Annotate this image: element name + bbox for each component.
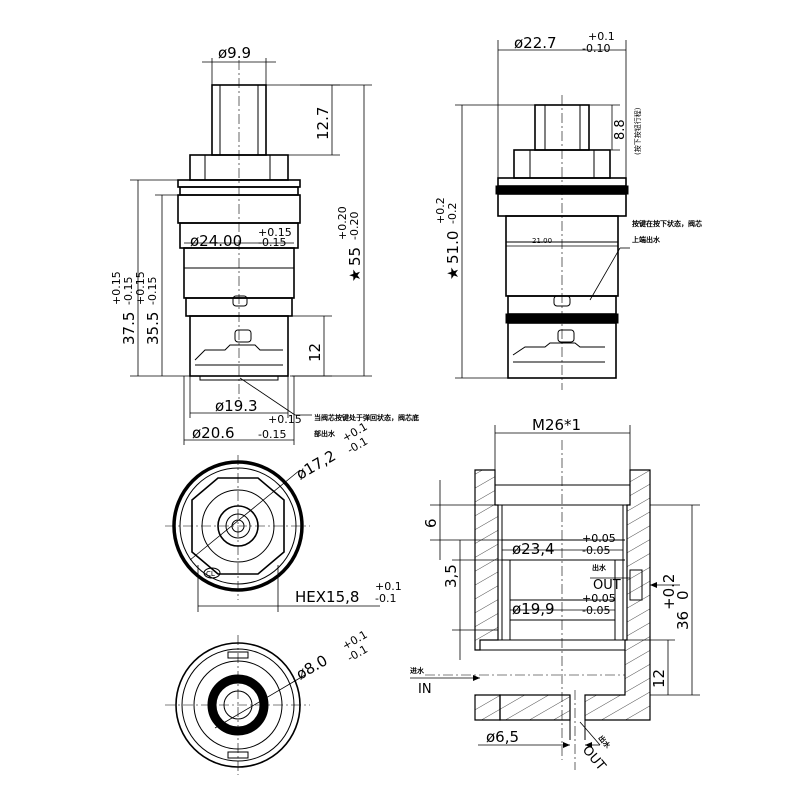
side-outlet-en: OUT (593, 578, 621, 593)
stem-diameter-label: ø9.9 (218, 44, 251, 62)
body-tol-upper: +0.15 (258, 226, 292, 239)
height-35-tol-upper: +0.15 (134, 271, 147, 305)
left-side-view: ø9.9 12.7 ★ 55 +0.20 -0.20 ø24.00 +0.15 … (110, 44, 419, 445)
star-mark-right: ★ (444, 267, 462, 280)
thread-label: M26*1 (532, 416, 581, 434)
bore-2-tol-upper: +0.05 (582, 592, 616, 605)
bottom-outlet-cn: 出水 (596, 734, 613, 751)
depth-36-tol-lower: 0 (674, 590, 692, 600)
bore-1-label: ø23,4 (512, 540, 555, 558)
height-37-tol-upper: +0.15 (110, 271, 123, 305)
bore-2-label: ø19,9 (512, 600, 555, 618)
top-tol-lower: -0.10 (582, 42, 610, 55)
body-diameter-label: ø24.00 (190, 232, 242, 250)
base-diameter-label: ø20.6 (192, 424, 235, 442)
inlet-cn: 进水 (410, 666, 425, 675)
bore-1-tol-upper: +0.05 (582, 532, 616, 545)
height-35-tol-lower: -0.15 (146, 277, 159, 305)
outer-diameter-label: ø17,2 (293, 447, 339, 484)
bottom-outlet-note: 当阀芯按键处于弹回状态，阀芯底 (314, 413, 419, 422)
section-view: M26*1 6 3,5 ø23,4 +0.05 -0.05 出水 OUT ø19… (410, 416, 700, 774)
side-outlet-cn: 出水 (592, 563, 607, 572)
right-total-height-label: 51.0 (444, 231, 462, 264)
bore-1-tol-lower: -0.05 (582, 544, 610, 557)
depth-36-label: 36 (674, 611, 692, 630)
brand-logo: CL (206, 570, 215, 578)
pressed-note-2: 上端出水 (632, 235, 661, 244)
top-diameter-label: ø22.7 (514, 34, 557, 52)
total-tol-lower: -0.20 (348, 212, 361, 240)
bottom-height-label: 12 (306, 343, 324, 362)
right-total-tol-upper: +0.2 (434, 197, 447, 224)
stem-height-label: 12.7 (314, 107, 332, 140)
hole-diameter-label: ø6,5 (486, 728, 519, 746)
pressed-note-1: 按键在按下状态，阀芯 (632, 219, 702, 228)
bottom-view: ø8.0 +0.1 -0.1 (165, 628, 370, 775)
top-tol-upper: +0.1 (588, 30, 615, 43)
height-37-label: 37.5 (120, 312, 138, 345)
depth-36-tol-upper: +0.2 (660, 574, 678, 610)
depth-12-label: 12 (650, 669, 668, 688)
stroke-note: (按下按钮行程) (633, 107, 642, 155)
hex-label: HEX15,8 (295, 588, 359, 606)
depth-6-label: 6 (422, 518, 440, 528)
total-tol-upper: +0.20 (336, 206, 349, 240)
total-height-label: 55 (346, 247, 364, 266)
bottom-diameter-label: ø19.3 (215, 397, 258, 415)
top-view: CL ø17,2 +0.1 -0.1 HEX15,8 +0.1 -0.1 (165, 420, 402, 612)
base-tol-lower: -0.15 (258, 428, 286, 441)
height-35-label: 35.5 (144, 312, 162, 345)
bottom-outlet-note-2: 部出水 (314, 429, 336, 438)
bottom-tol-upper: +0.15 (268, 413, 302, 426)
inlet-en: IN (418, 682, 432, 697)
bore-2-tol-lower: -0.05 (582, 604, 610, 617)
stroke-label: 8.8 (613, 119, 628, 140)
hex-tol-upper: +0.1 (375, 580, 402, 593)
body-tol-lower: -0.15 (258, 236, 286, 249)
right-total-tol-lower: -0.2 (446, 203, 459, 224)
inner-diameter-label: ø8.0 (293, 651, 331, 683)
star-mark-left: ★ (346, 269, 364, 282)
hex-tol-lower: -0.1 (375, 592, 396, 605)
depth-35-label: 3,5 (442, 564, 460, 588)
right-side-view: ø22.7 +0.1 -0.10 8.8 (按下按钮行程) ★ 51.0 +0.… (434, 30, 702, 390)
inner-width-label: 21.00 (532, 237, 552, 245)
height-37-tol-lower: -0.15 (122, 277, 135, 305)
